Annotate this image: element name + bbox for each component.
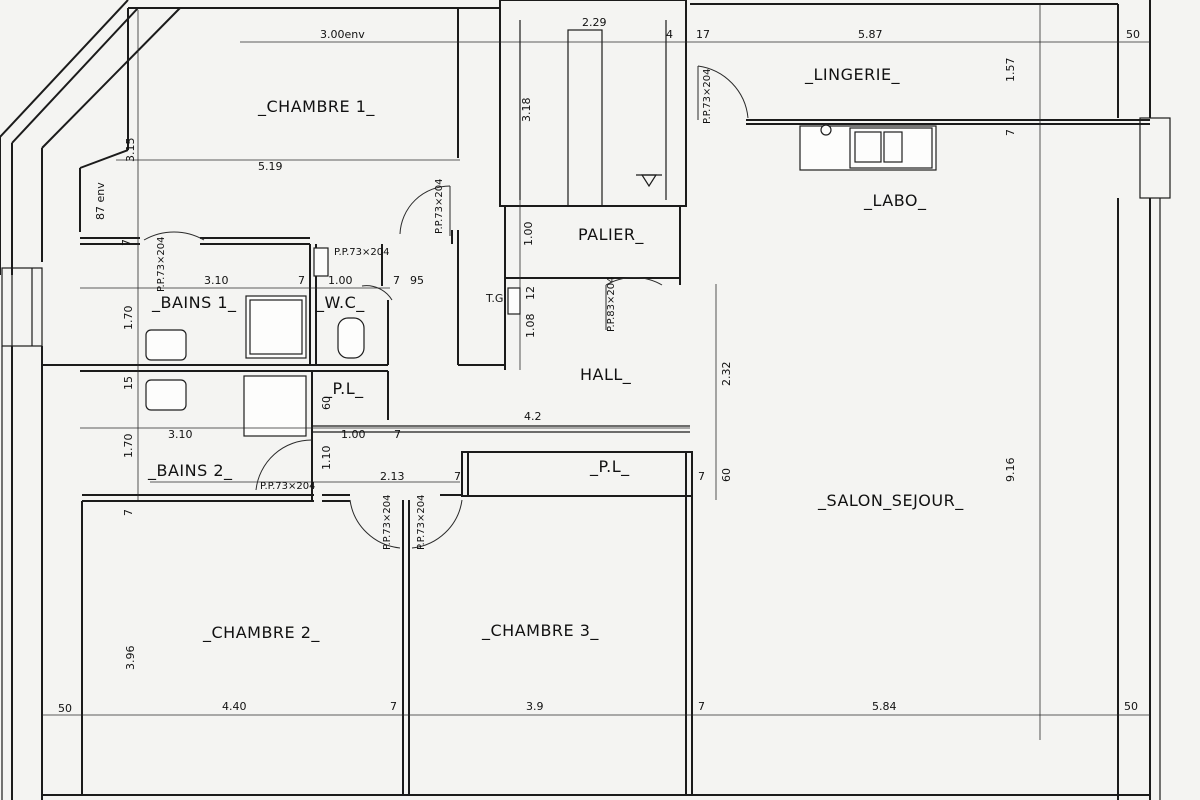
shower-pattern-1	[249, 299, 303, 355]
dim-170-a: 1.70	[122, 306, 135, 331]
dim-7-e: 7	[394, 428, 401, 441]
dim-916: 9.16	[1004, 458, 1017, 483]
dim-100-c: 1.00	[341, 428, 366, 441]
room-pl-2: _P.L_	[589, 457, 630, 477]
dim-4: 4	[666, 28, 673, 41]
dim-42: 4.2	[524, 410, 542, 423]
dim-7-c: 7	[298, 274, 305, 287]
dim-108: 1.08	[524, 314, 537, 339]
door-arc-ch1	[399, 185, 451, 235]
door-arc-bains1	[143, 231, 205, 241]
door-labels: P.P.73×204 P.P.73×204 P.P.73×204 P.P.73×…	[156, 69, 713, 551]
door-label-chambre-2: P.P.73×204	[382, 495, 393, 551]
dim-315: 3.15	[124, 138, 137, 163]
room-pl-1: _P.L_	[323, 379, 364, 399]
dim-7-a: 7	[120, 239, 133, 246]
door-label-chambre-3: P.P.73×204	[416, 495, 427, 551]
sink-basin-left	[854, 131, 882, 163]
dim-229: 2.29	[582, 16, 607, 29]
room-hall: HALL_	[580, 365, 632, 385]
room-chambre-3: _CHAMBRE 3_	[481, 621, 599, 641]
door-label-chambre-1: P.P.73×204	[434, 179, 445, 235]
dim-7-h: 7	[122, 509, 135, 516]
fixtures	[145, 124, 937, 437]
dim-310-a: 3.10	[204, 274, 229, 287]
room-palier: PALIER_	[578, 225, 644, 245]
door-label-lingerie: P.P.73×204	[702, 69, 713, 125]
dim-12: 12	[524, 286, 537, 300]
sink-basin-right	[883, 131, 903, 163]
dim-15: 15	[122, 376, 135, 390]
dim-318: 3.18	[520, 98, 533, 123]
dim-213: 2.13	[380, 470, 405, 483]
dim-7-g: 7	[698, 470, 705, 483]
dim-440: 4.40	[222, 700, 247, 713]
room-chambre-2: _CHAMBRE 2_	[202, 623, 320, 643]
dimension-labels: 3.00env 2.29 4 17 5.87 50 1.57 3.18 3.15…	[58, 16, 1140, 715]
hand-basin	[313, 247, 329, 277]
dim-87env: 87 env	[94, 182, 107, 220]
dim-39: 3.9	[526, 700, 544, 713]
dim-7-j: 7	[698, 700, 705, 713]
exterior-walls	[0, 0, 1171, 800]
room-bains-2: _BAINS 2_	[147, 461, 233, 481]
room-chambre-1: _CHAMBRE 1_	[257, 97, 375, 117]
door-swings	[143, 65, 749, 549]
dim-584: 5.84	[872, 700, 897, 713]
staircase	[519, 20, 667, 207]
door-arc-bains2	[255, 439, 313, 491]
door-arc-ch3	[411, 499, 463, 549]
interior-walls	[42, 0, 1150, 795]
room-wc: _W.C_	[315, 293, 365, 313]
tg-box	[507, 287, 521, 315]
door-label-wc: P.P.73×204	[334, 247, 390, 258]
dim-7-labo: 7	[1004, 129, 1017, 136]
door-arc-wc	[361, 285, 393, 301]
dim-396: 3.96	[124, 646, 137, 671]
dim-587: 5.87	[858, 28, 883, 41]
door-label-bains-1: P.P.73×204	[156, 237, 167, 293]
door-arc-lingerie	[697, 65, 749, 119]
dim-310-b: 3.10	[168, 428, 193, 441]
dim-17: 17	[696, 28, 710, 41]
dim-110: 1.10	[320, 446, 333, 471]
dimension-lines	[42, 4, 1150, 740]
room-bains-1: _BAINS 1_	[151, 293, 237, 313]
dim-60-b: 60	[720, 468, 733, 482]
dim-100-palier: 1.00	[522, 222, 535, 247]
dim-7-f: 7	[454, 470, 461, 483]
toilet	[337, 317, 365, 359]
door-label-hall: P.P.83×204	[606, 277, 617, 333]
dim-60-a: 60	[320, 396, 333, 410]
dim-50-left: 50	[58, 702, 72, 715]
dim-157: 1.57	[1004, 58, 1017, 83]
dim-170-b: 1.70	[122, 434, 135, 459]
shower-tray-2	[243, 375, 307, 437]
room-lingerie: _LINGERIE_	[804, 65, 901, 85]
door-arc-hall	[605, 276, 663, 286]
tap-icon	[820, 124, 832, 136]
dim-50-top: 50	[1126, 28, 1140, 41]
door-label-bains-2: P.P.73×204	[260, 481, 316, 492]
dim-232: 2.32	[720, 362, 733, 387]
dim-100-b: 1.00	[328, 274, 353, 287]
dim-tg: T.G	[485, 292, 503, 305]
room-labo: _LABO_	[863, 191, 927, 211]
room-salon-sejour: _SALON_SEJOUR_	[817, 491, 964, 511]
dim-50-right: 50	[1124, 700, 1138, 713]
dim-7-d: 7	[393, 274, 400, 287]
dim-95: 95	[410, 274, 424, 287]
dim-519: 5.19	[258, 160, 283, 173]
dim-300env: 3.00env	[320, 28, 365, 41]
door-arc-ch2	[349, 499, 401, 549]
dim-7-i: 7	[390, 700, 397, 713]
washbasin-2	[145, 379, 187, 411]
washbasin-1	[145, 329, 187, 361]
room-labels: _CHAMBRE 1_ _LINGERIE_ _LABO_ PALIER_ _B…	[147, 65, 964, 643]
